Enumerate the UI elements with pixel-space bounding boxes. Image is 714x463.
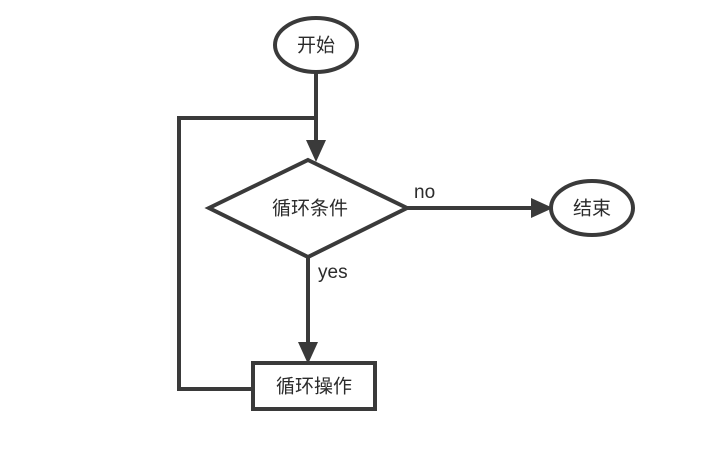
node-start[interactable]: 开始 [273,16,359,74]
node-start-shape[interactable] [273,16,359,74]
node-condition-label: 循环条件 [272,198,348,220]
node-condition[interactable]: 循环条件 [204,157,412,260]
arrowhead-right-to-end [531,198,553,218]
node-end-label: 结束 [573,198,611,220]
edge-operation-to-condition [177,116,316,391]
edge-start-to-condition [306,72,326,162]
node-start-label: 开始 [297,35,335,57]
edge-operation-to-condition-path [177,116,316,391]
edge-label-no: no [414,182,435,203]
node-operation-shape[interactable] [251,361,377,411]
edge-condition-to-end [407,198,553,218]
arrowhead-down-to-operation [298,342,318,364]
node-end[interactable]: 结束 [549,179,635,237]
edge-condition-to-operation [298,258,318,364]
node-condition-shape[interactable] [204,157,412,260]
node-end-shape[interactable] [549,179,635,237]
arrowhead-down-to-condition [306,140,326,162]
node-operation[interactable]: 循环操作 [251,361,377,411]
edge-label-yes: yes [318,262,348,283]
node-operation-label: 循环操作 [276,376,352,398]
